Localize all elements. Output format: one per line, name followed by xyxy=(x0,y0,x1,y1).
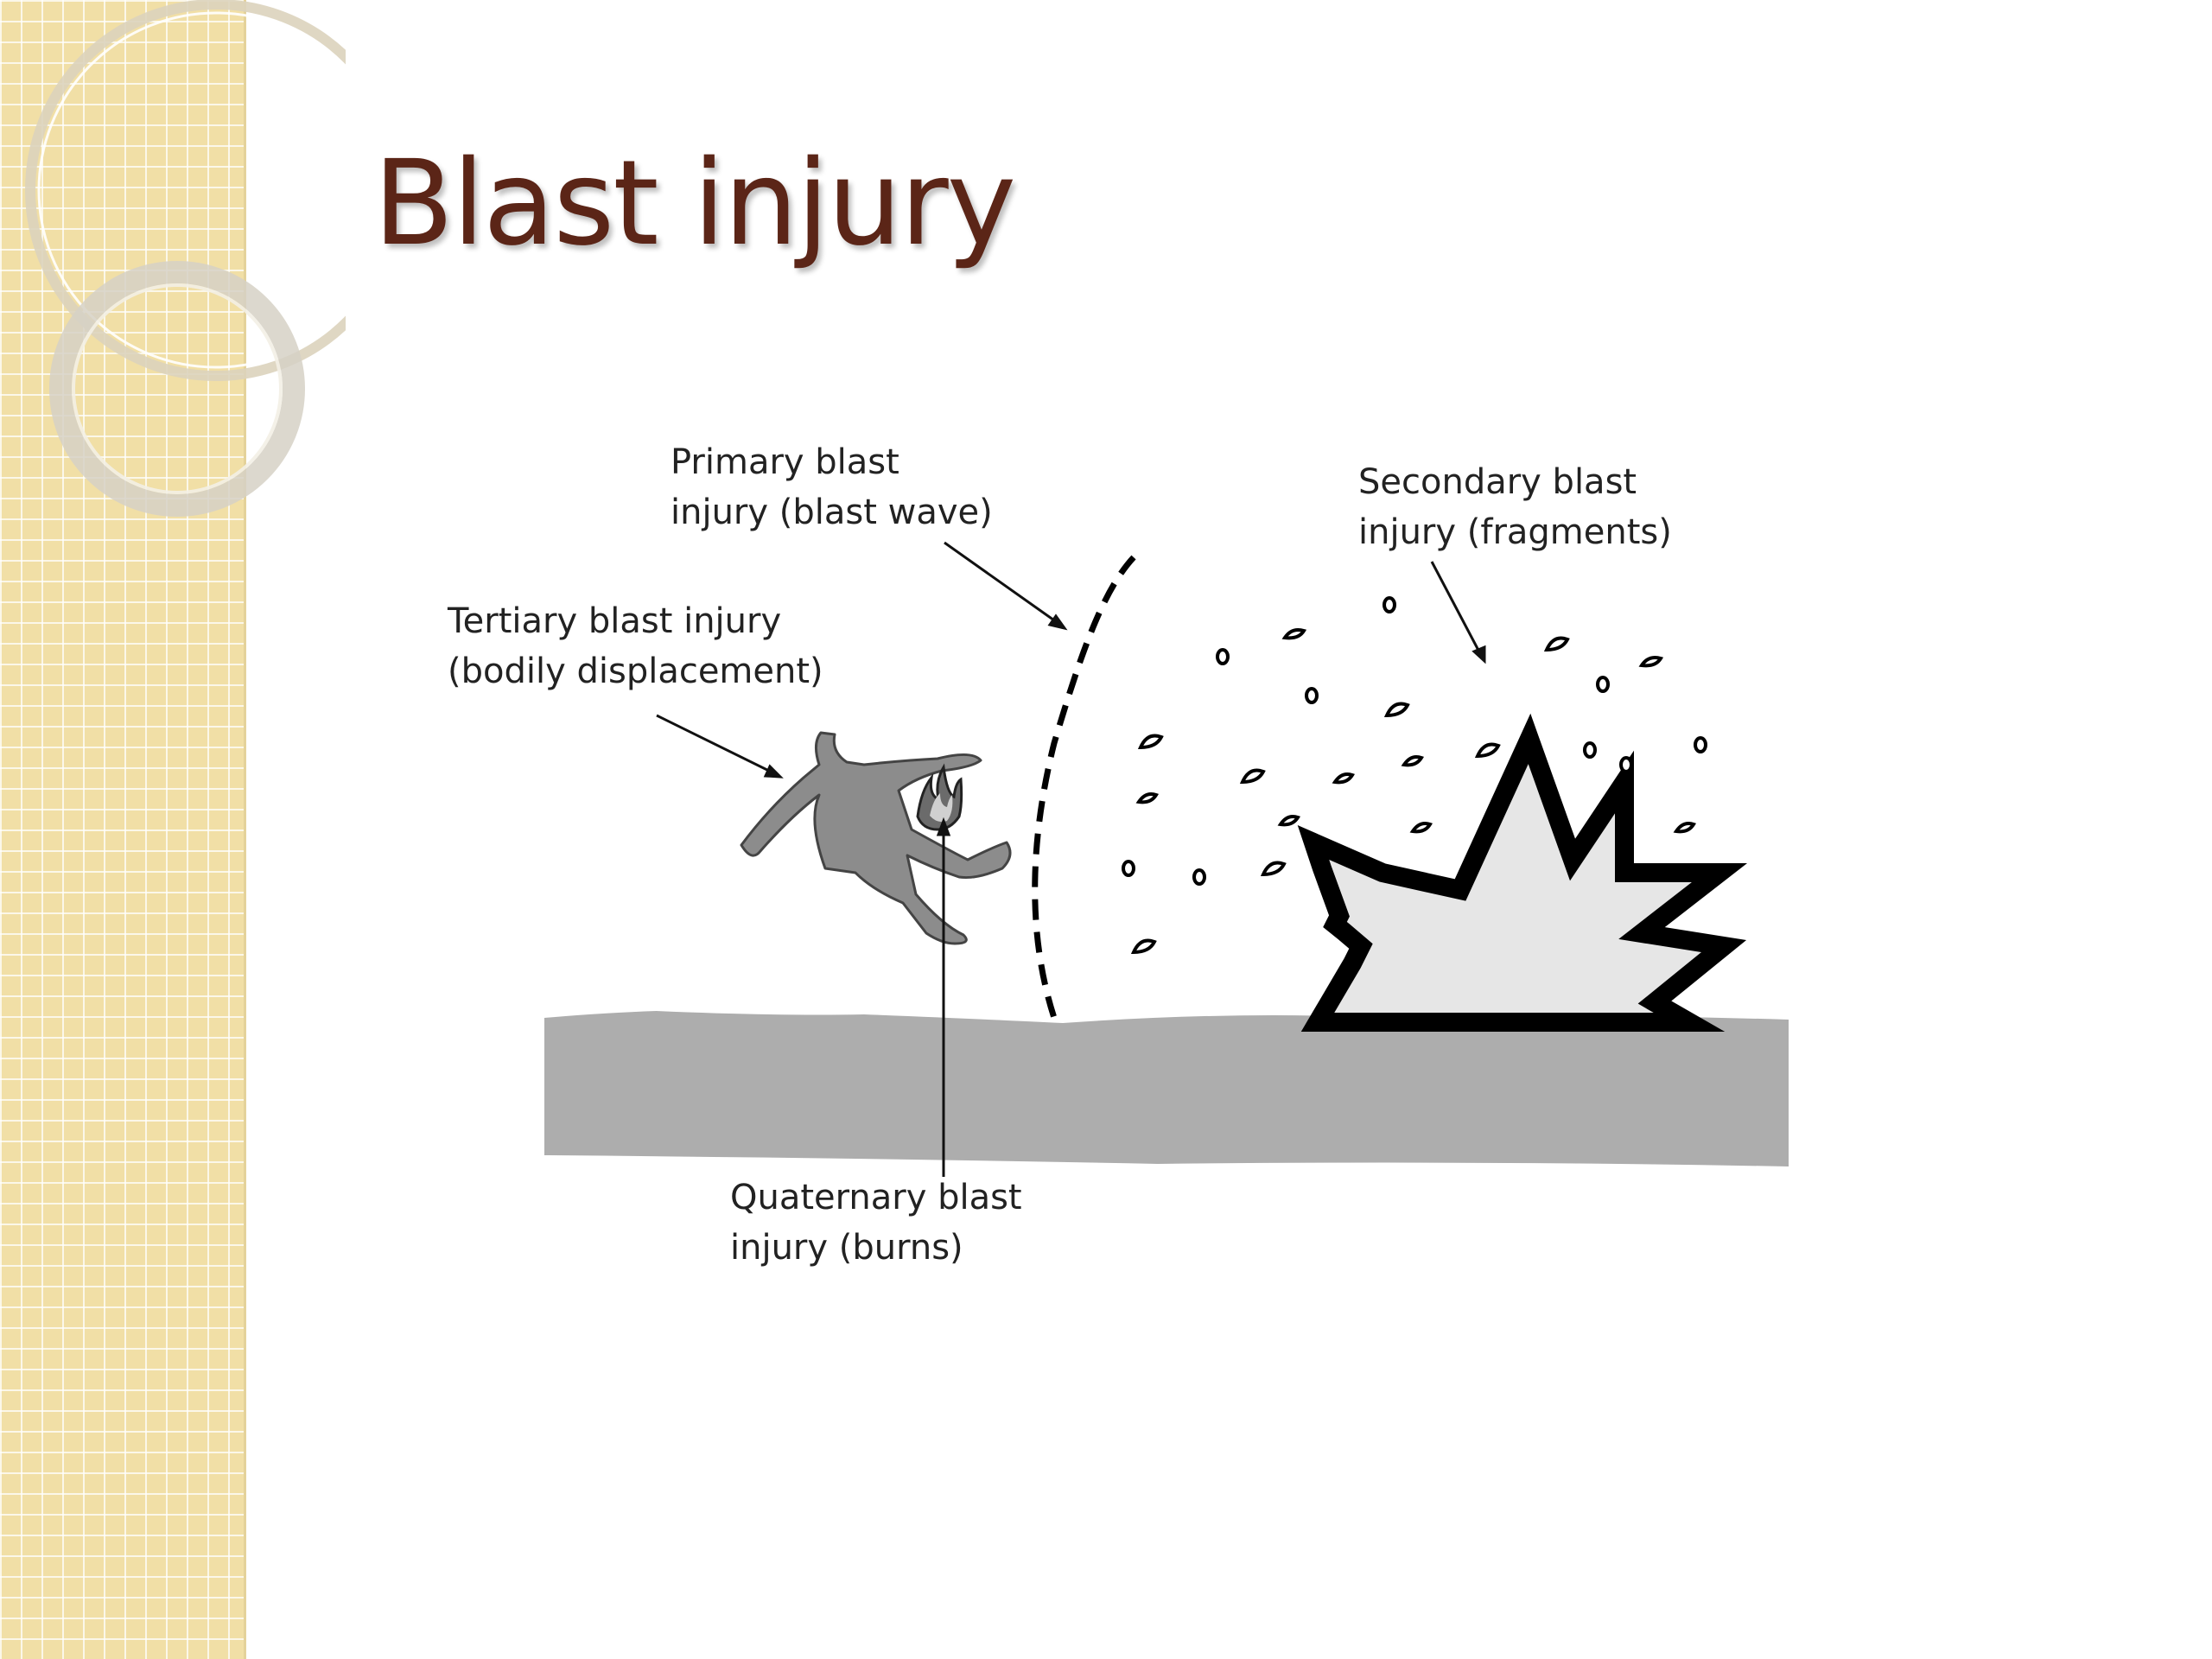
person-silhouette xyxy=(740,731,1012,945)
tertiary-blast-line2: (bodily displacement) xyxy=(448,652,823,691)
tertiary-arrowhead xyxy=(763,764,784,779)
primary-blast-label: Primary blast injury (blast wave) xyxy=(671,437,993,537)
quaternary-blast-line2: injury (burns) xyxy=(730,1228,963,1268)
leader-lines xyxy=(656,541,1486,1177)
secondary-leader-line xyxy=(1430,561,1484,659)
primary-blast-line1: Primary blast xyxy=(671,442,899,482)
explosion xyxy=(1297,713,1748,1032)
tertiary-blast-line1: Tertiary blast injury xyxy=(448,601,782,641)
primary-leader-line xyxy=(944,541,1064,628)
primary-arrowhead xyxy=(1047,613,1068,631)
tertiary-blast-label: Tertiary blast injury (bodily displaceme… xyxy=(448,596,823,696)
secondary-blast-line2: injury (fragments) xyxy=(1358,512,1672,552)
secondary-blast-label: Secondary blast injury (fragments) xyxy=(1358,457,1672,557)
quaternary-blast-line1: Quaternary blast xyxy=(730,1178,1022,1217)
fragments xyxy=(1122,596,1707,955)
quaternary-blast-label: Quaternary blast injury (burns) xyxy=(730,1173,1022,1273)
ground xyxy=(544,1011,1789,1166)
ring-decoration xyxy=(25,0,346,517)
secondary-arrowhead xyxy=(1471,645,1486,664)
secondary-blast-line1: Secondary blast xyxy=(1358,462,1637,502)
slide-title: Blast injury xyxy=(373,136,1016,272)
tertiary-leader-line xyxy=(656,714,779,777)
blast-wave xyxy=(1032,555,1136,1025)
primary-blast-line2: injury (blast wave) xyxy=(671,493,993,532)
quaternary-arrowhead xyxy=(936,817,951,836)
